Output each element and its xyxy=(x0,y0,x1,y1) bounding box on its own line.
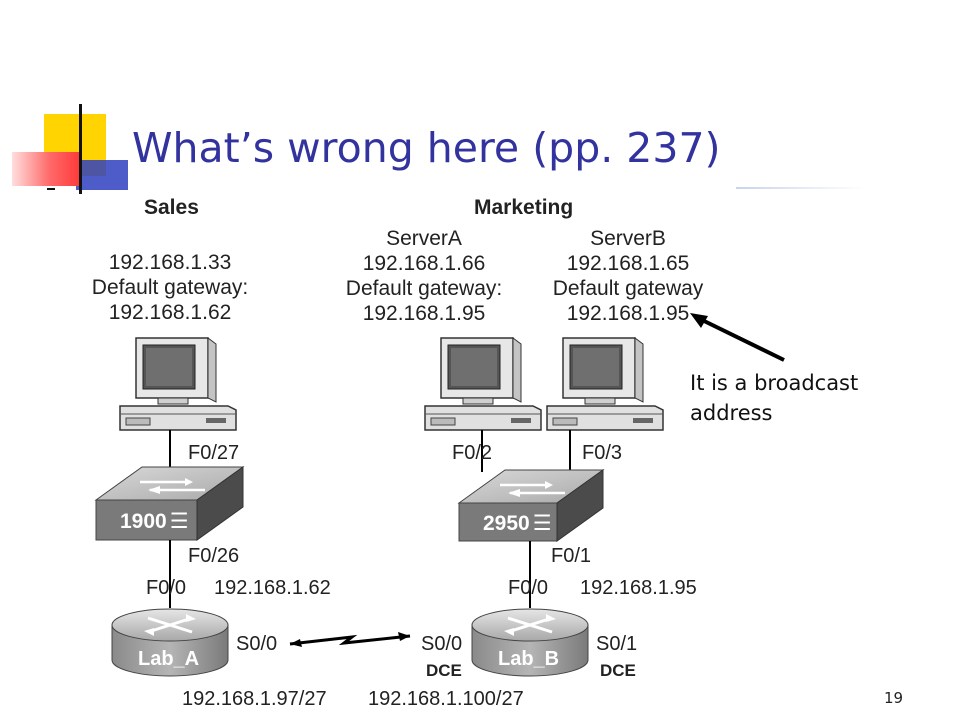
serial-link xyxy=(289,634,411,646)
title-decoration xyxy=(0,100,140,200)
server-a-gw-label: Default gateway: xyxy=(345,277,503,300)
sales-pc-gw: 192.168.1.62 xyxy=(108,301,232,324)
lab-a-lan-port: F0/0 xyxy=(146,577,187,599)
lab-b-serial2-dce: DCE xyxy=(600,661,636,680)
sales-pc-gw-label: Default gateway: xyxy=(91,276,249,299)
sales-pc-info: 192.168.1.33 Default gateway: 192.168.1.… xyxy=(92,250,248,325)
port-label-f0-26: F0/26 xyxy=(188,545,240,567)
server-b-name: ServerB xyxy=(590,227,666,250)
port-label-f0-1: F0/1 xyxy=(551,545,592,567)
server-b-ip: 192.168.1.65 xyxy=(566,252,690,275)
lab-b-lan-port: F0/0 xyxy=(508,577,549,599)
server-a-name: ServerA xyxy=(386,227,462,250)
lab-b-serial-ip: 192.168.1.100/27 xyxy=(368,688,524,710)
page-number: 19 xyxy=(884,689,904,707)
sales-pc-ip: 192.168.1.33 xyxy=(108,251,232,274)
server-b-icon xyxy=(546,337,664,431)
server-a-gw: 192.168.1.95 xyxy=(362,302,486,325)
port-label-f0-3: F0/3 xyxy=(582,442,623,464)
server-a-info: ServerA 192.168.1.66 Default gateway: 19… xyxy=(346,226,502,326)
lab-a-lan-ip: 192.168.1.62 xyxy=(214,577,331,599)
lab-a-label: Lab_A xyxy=(138,648,200,670)
lab-b-lan-ip: 192.168.1.95 xyxy=(580,577,697,599)
switch-1900-icon xyxy=(94,466,245,541)
lab-b-serial-port: S0/0 xyxy=(421,633,463,655)
server-a-icon xyxy=(424,337,542,431)
annotation-arrow xyxy=(697,316,785,362)
switch-1900-label: 1900☰ xyxy=(120,510,189,533)
lab-b-router-icon xyxy=(471,608,589,677)
sales-pc-icon xyxy=(119,337,237,431)
server-a-ip: 192.168.1.66 xyxy=(362,252,486,275)
lab-a-serial-port: S0/0 xyxy=(236,633,278,655)
group-label-marketing: Marketing xyxy=(474,196,574,219)
lab-a-serial-ip: 192.168.1.97/27 xyxy=(182,688,327,710)
server-b-info: ServerB 192.168.1.65 Default gateway 192… xyxy=(553,226,704,326)
server-b-gw: 192.168.1.95 xyxy=(566,302,690,325)
lab-b-serial2-port: S0/1 xyxy=(596,633,638,655)
lab-b-serial-dce: DCE xyxy=(426,661,462,680)
server-b-gw-label: Default gateway xyxy=(552,277,704,300)
broadcast-annotation: It is a broadcast address xyxy=(690,368,858,428)
group-label-sales: Sales xyxy=(144,196,199,219)
port-label-f0-2: F0/2 xyxy=(452,442,493,464)
port-label-f0-27: F0/27 xyxy=(188,442,240,464)
title-underline xyxy=(736,187,866,189)
lab-b-label: Lab_B xyxy=(498,648,560,670)
annotation-line-1: It is a broadcast xyxy=(690,371,859,395)
lab-a-router-icon xyxy=(111,608,229,677)
slide-title: What’s wrong here (pp. 237) xyxy=(132,124,721,172)
annotation-line-2: address xyxy=(690,401,773,425)
switch-2950-label: 2950☰ xyxy=(483,512,552,535)
switch-2950-icon xyxy=(457,469,605,542)
